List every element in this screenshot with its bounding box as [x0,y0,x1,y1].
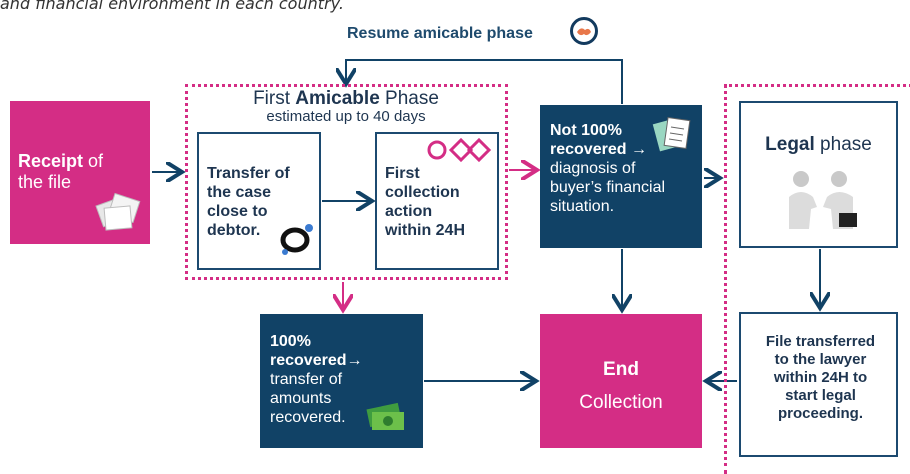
lawyer-line: within 24H to [773,369,868,386]
lawyer-line: to the lawyer [774,351,867,368]
end-subtitle: Collection [579,392,663,413]
phase-title-post: Phase [379,88,439,109]
not-recovered-line: buyer’s financial [550,179,666,196]
amicable-phase-title: First Amicable Phase [186,88,506,110]
recovered-line: amounts [270,390,332,407]
receipt-bold-label: Receipt [18,151,84,171]
recovered-bold: 100% [270,333,311,350]
transfer-line: close to [207,203,268,220]
lawyer-line: start legal [785,387,856,404]
handshake-people-icon [789,171,857,229]
recovered-line: recovered. [270,409,346,426]
recovered-text: 100% recovered→ transfer of amounts reco… [270,332,363,427]
intro-text: and financial environment in each countr… [0,0,344,13]
receipt-rest-label: of [83,151,104,171]
amicable-phase-frame [185,84,508,280]
legal-phase-frame [724,84,910,474]
end-collection-box: End Collection [540,314,702,448]
transfer-line: Transfer of [207,165,290,182]
mail-icon [427,137,492,163]
network-icon [280,224,313,255]
transfer-line: the case [207,184,272,201]
not-recovered-line: diagnosis of [550,160,636,177]
lawyer-transfer-text: File transferred to the lawyer within 24… [745,333,896,423]
transfer-line: debtor. [207,222,261,239]
not-recovered-line: situation. [550,198,615,215]
not-recovered-bold: recovered [550,141,627,158]
collection-line: First [385,165,420,182]
not-recovered-text: Not 100% recovered → diagnosis of buyer’… [550,121,665,216]
recovered-line: transfer of [270,371,343,388]
legal-title-rest: phase [814,134,872,155]
resume-loop-arrow [346,59,623,104]
phase-title-bold: Amicable [295,88,380,109]
arrow-glyph: → [346,352,363,369]
legal-phase-title: Legal phase [741,134,896,156]
phase-title-pre: First [253,88,296,109]
receipt-text: Receipt of the file [18,151,103,193]
not-recovered-bold: Not 100% [550,122,623,139]
lawyer-line: File transferred [765,333,876,350]
money-icon [366,402,404,430]
first-collection-box: First collection action within 24H [375,132,499,270]
resume-amicable-label: Resume amicable phase [347,25,533,42]
collection-line: within 24H [385,222,466,239]
receipt-of-file-box: Receipt of the file [10,101,150,244]
arrow-glyph: → [630,141,647,158]
handshake-icon [570,17,598,45]
document-icon [652,117,691,152]
transfer-case-box: Transfer of the case close to debtor. [197,132,321,270]
amicable-phase-subtitle: estimated up to 40 days [266,108,426,125]
collection-line: action [385,203,433,220]
transfer-case-text: Transfer of the case close to debtor. [207,164,290,240]
collection-line: collection [385,184,460,201]
recovered-bold: recovered [270,352,347,369]
lawyer-line: proceeding. [777,405,863,422]
legal-title-bold: Legal [765,134,815,155]
end-title: End [603,359,639,380]
recovered-box: 100% recovered→ transfer of amounts reco… [260,314,423,448]
legal-phase-box: Legal phase [739,101,898,248]
lawyer-transfer-box: File transferred to the lawyer within 24… [739,312,898,457]
not-recovered-box: Not 100% recovered → diagnosis of buyer’… [540,105,702,248]
first-collection-text: First collection action within 24H [385,164,465,240]
receipt-line2: the file [18,172,72,192]
documents-icon [95,192,141,231]
